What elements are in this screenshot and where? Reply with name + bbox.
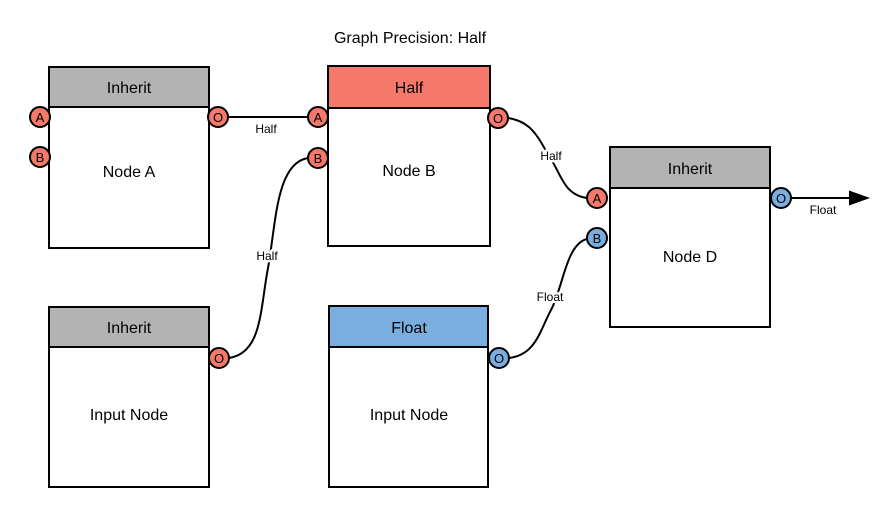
node-d-port-o: [770, 187, 792, 209]
edge-input2-to-noded: [508, 238, 588, 359]
node-b-port-a: [307, 106, 329, 128]
input-node-left-port-o-letter: O: [214, 351, 224, 366]
node-a-port-a-letter: A: [36, 110, 45, 125]
input-node-float-port-o-letter: O: [494, 351, 504, 366]
input-node-left-name-label: Input Node: [90, 407, 168, 424]
node-a-name-label: Node A: [103, 164, 156, 181]
input-node-float-port-o: [488, 347, 510, 369]
node-d-port-b-letter: B: [593, 231, 602, 246]
node-a-precision-label: Inherit: [107, 80, 152, 97]
edge-label-input1-nodeb: Half: [256, 249, 278, 263]
node-a-port-b: [29, 146, 51, 168]
edge-nodeb-to-noded: [507, 117, 588, 199]
node-a-port-a: [29, 106, 51, 128]
input-node-left-port-o: [208, 347, 230, 369]
node-a-port-b-letter: B: [36, 150, 45, 165]
node-a-port-o: [207, 106, 229, 128]
node-b-precision-label: Half: [395, 80, 424, 97]
node-b-port-o-letter: O: [493, 111, 503, 126]
node-d: Inherit Node D A B O: [586, 146, 792, 328]
input-node-float-header: [328, 305, 489, 348]
node-d-port-o-letter: O: [776, 191, 786, 206]
input-node-float: Float Input Node O: [328, 305, 510, 488]
edge-label-input2-noded: Float: [537, 290, 564, 304]
node-d-port-a-letter: A: [593, 191, 602, 206]
input-node-left-header: [48, 306, 210, 348]
edge-label-nodea-nodeb: Half: [255, 122, 277, 136]
output-arrowhead-icon: [849, 190, 870, 206]
node-b-port-o: [487, 107, 509, 129]
input-node-left: Inherit Input Node O: [48, 306, 230, 488]
node-b-port-b: [307, 147, 329, 169]
node-d-port-b: [586, 227, 608, 249]
node-d-name-label: Node D: [663, 249, 717, 266]
input-node-float-name-label: Input Node: [370, 407, 448, 424]
node-a: Inherit Node A A B O: [29, 66, 229, 249]
edge-input1-to-nodeb: [228, 157, 309, 359]
input-node-left-precision-label: Inherit: [107, 320, 152, 337]
edge-label-output: Float: [810, 203, 837, 217]
node-a-port-o-letter: O: [213, 110, 223, 125]
node-b-header: [327, 65, 491, 109]
node-d-precision-label: Inherit: [668, 161, 713, 178]
diagram-title: Graph Precision: Half: [334, 30, 487, 47]
node-b: Half Node B A B O: [307, 65, 509, 247]
node-d-header: [609, 146, 771, 189]
edge-label-nodeb-noded: Half: [540, 149, 562, 163]
node-b-port-a-letter: A: [314, 110, 323, 125]
node-d-port-a: [586, 187, 608, 209]
node-b-name-label: Node B: [382, 163, 435, 180]
node-b-port-b-letter: B: [314, 151, 323, 166]
node-a-header: [48, 66, 210, 108]
input-node-float-precision-label: Float: [391, 320, 427, 337]
